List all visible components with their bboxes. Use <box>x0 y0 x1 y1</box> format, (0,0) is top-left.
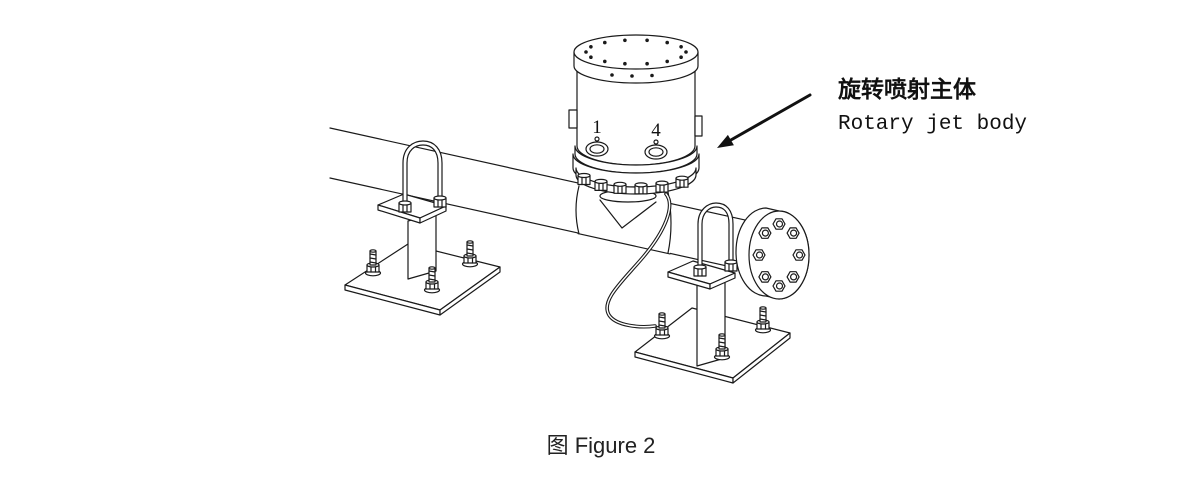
bolt-hole <box>589 45 593 49</box>
bolt-hole <box>650 73 654 78</box>
flange-bolt <box>786 227 800 239</box>
pipe <box>329 127 761 274</box>
right-pipe-support <box>634 260 791 384</box>
rotary-jet-body: 1 4 <box>568 34 703 195</box>
side-lug <box>568 109 578 129</box>
flange-bolt <box>758 271 772 283</box>
port-4: 4 <box>644 120 668 160</box>
bolt-hole <box>630 74 634 78</box>
flange-nut <box>634 182 648 195</box>
tee-bottom-edge <box>577 233 671 255</box>
bolt-hole <box>679 45 683 49</box>
flange-nut <box>577 172 591 186</box>
port-number: 1 <box>592 117 602 138</box>
bolt-hole <box>589 55 593 59</box>
right-u-bolt <box>693 202 738 277</box>
bolt-hole <box>623 61 627 66</box>
bolt-hole <box>679 55 683 59</box>
u-bolt-nut <box>398 200 412 213</box>
bolt-hole <box>665 59 669 64</box>
pipe-end-flange <box>735 207 810 300</box>
bolt-hole <box>665 40 669 45</box>
callout: 旋转喷射主体 Rotary jet body <box>717 76 1027 148</box>
flange-nut <box>613 181 627 194</box>
flange-bolt <box>792 249 806 261</box>
callout-arrow-line <box>728 93 812 142</box>
port-marker-dot <box>653 139 659 145</box>
figure-caption: 图 Figure 2 <box>547 433 656 458</box>
flange-bolt <box>758 227 772 239</box>
pipe-bottom-edge <box>329 177 761 274</box>
side-lug <box>694 115 703 137</box>
bolt-hole <box>645 38 649 43</box>
flange-bolt <box>772 280 786 292</box>
bolt-hole <box>645 61 649 66</box>
bolt-hole <box>603 59 607 64</box>
port-number: 4 <box>651 120 661 141</box>
port-1: 1 <box>585 117 609 157</box>
left-base-plate <box>344 243 501 316</box>
hose-cable <box>605 192 672 329</box>
left-pipe-support <box>344 193 501 316</box>
bolt-hole <box>610 73 614 77</box>
flange-nut <box>655 180 669 193</box>
left-saddle-plate <box>377 193 447 224</box>
flange-bolt <box>786 271 800 283</box>
bolt-hole <box>623 38 627 43</box>
flange-nut <box>675 175 689 188</box>
port-marker-dot <box>594 136 600 142</box>
pipe-top-edge <box>329 127 761 224</box>
bolt-hole <box>584 50 588 54</box>
port-window-inner <box>648 147 664 157</box>
flange-bolt <box>752 249 766 261</box>
callout-arrowhead <box>717 134 734 148</box>
flange-nut <box>594 178 608 191</box>
callout-label-cn: 旋转喷射主体 <box>838 76 977 103</box>
u-bolt-nut <box>724 259 738 272</box>
flange-bolt <box>772 218 786 230</box>
u-bolt-nut <box>693 264 707 277</box>
callout-label-en: Rotary jet body <box>838 113 1027 136</box>
neck-funnel <box>599 199 657 229</box>
bolt-hole <box>684 50 688 54</box>
left-u-bolt <box>398 140 447 213</box>
port-window-inner <box>589 144 605 154</box>
top-cap-face <box>573 34 699 70</box>
tee-left-edge <box>575 185 580 235</box>
u-bolt-nut <box>433 195 447 208</box>
bolt-hole <box>603 40 607 45</box>
top-cap-holes <box>584 38 688 78</box>
